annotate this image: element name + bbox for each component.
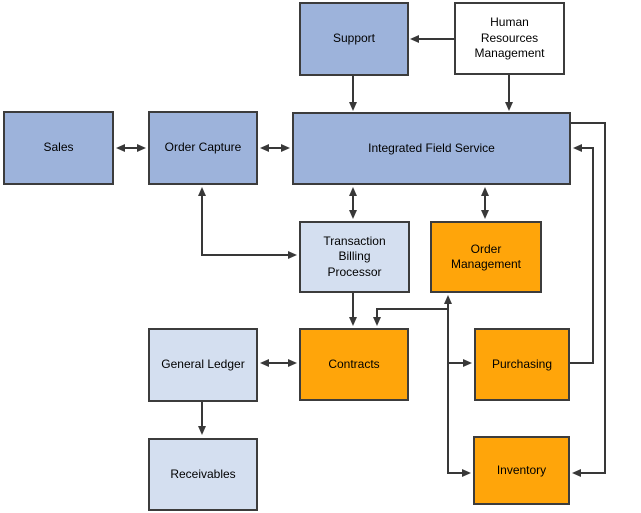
- node-support: Support: [299, 2, 409, 76]
- node-sales: Sales: [3, 111, 114, 185]
- node-general-ledger: General Ledger: [148, 328, 258, 402]
- node-order-management: Order Management: [430, 221, 542, 293]
- node-order-capture: Order Capture: [148, 111, 258, 185]
- node-contracts: Contracts: [299, 328, 409, 401]
- edge-shared-contracts-branch: [373, 308, 448, 326]
- node-receivables: Receivables: [148, 438, 258, 511]
- edge-purchasing-ifs: [570, 144, 594, 364]
- edge-ordercapture-tbp: [198, 187, 297, 259]
- edge-ifs-inventory: [571, 122, 606, 477]
- node-transaction-billing-processor: Transaction Billing Processor: [299, 221, 410, 293]
- node-integrated-field-service: Integrated Field Service: [292, 112, 571, 185]
- node-inventory: Inventory: [473, 436, 570, 505]
- node-purchasing: Purchasing: [474, 328, 570, 401]
- edge-shared-om-inventory: [444, 295, 471, 477]
- node-human-resources-management: Human Resources Management: [454, 2, 565, 75]
